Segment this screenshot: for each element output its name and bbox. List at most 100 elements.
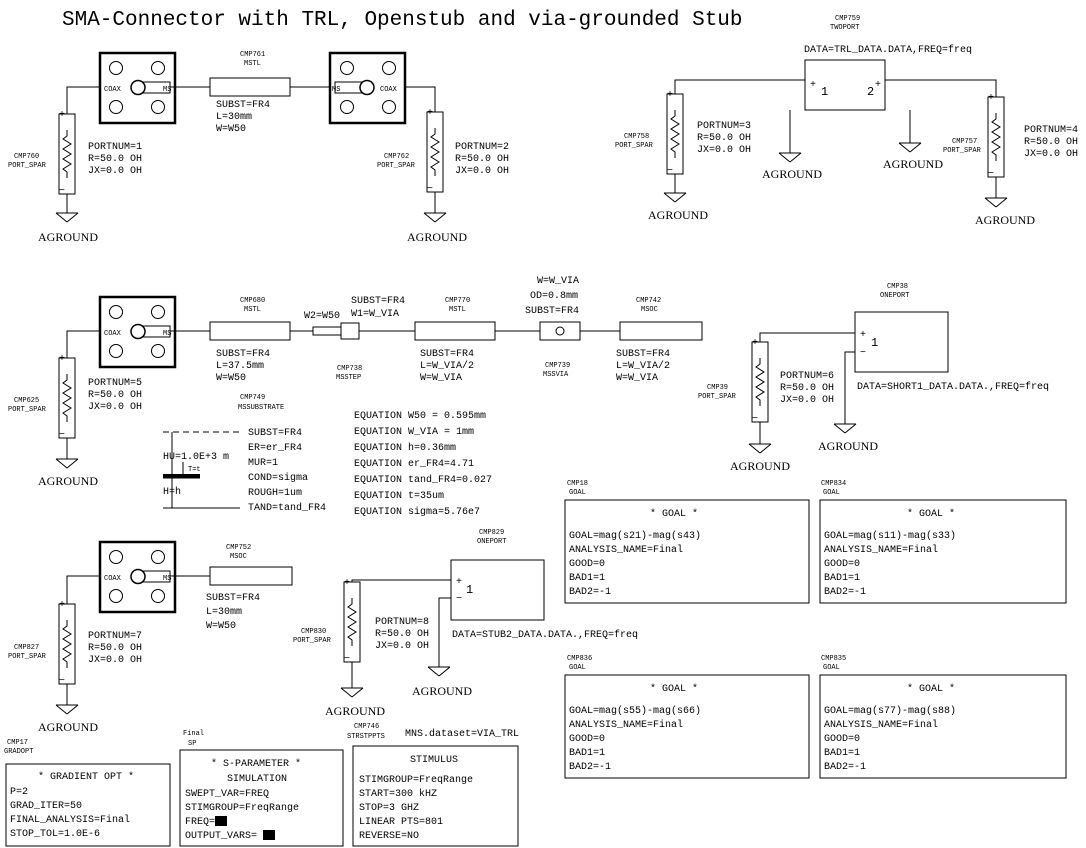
svg-text:−: −: [427, 184, 433, 195]
s-parameter-simulation[interactable]: Final SP * S-PARAMETER * SIMULATION SWEP…: [179, 730, 344, 847]
ground-label: AGROUND: [883, 157, 943, 171]
port-4[interactable]: + − CMP757 PORT_SPAR PORTNUM=4 R=50.0 OH…: [943, 93, 1078, 180]
svg-text:* GOAL *: * GOAL *: [907, 683, 955, 695]
sma-connector-2[interactable]: COAX MS: [328, 51, 407, 125]
mssvia-cmp739[interactable]: W=W_VIA OD=0.8mm SUBST=FR4 CMP739 MSSVIA: [525, 276, 581, 379]
svg-text:MSTL: MSTL: [449, 306, 466, 314]
msoc-cmp752[interactable]: CMP752 MSOC SUBST=FR4 L=30mm W=W50: [206, 544, 293, 632]
ground-label: AGROUND: [38, 720, 98, 734]
svg-text:PORT_SPAR: PORT_SPAR: [8, 406, 47, 414]
ground-label: AGROUND: [407, 230, 467, 244]
svg-text:PORT_SPAR: PORT_SPAR: [615, 142, 654, 150]
svg-text:CMP761: CMP761: [240, 51, 265, 59]
svg-text:* GOAL *: * GOAL *: [907, 508, 955, 520]
svg-text:BAD2=-1: BAD2=-1: [824, 587, 866, 598]
goal-cmp834[interactable]: CMP834 GOAL * GOAL * GOAL=mag(s11)-mag(s…: [819, 480, 1067, 604]
svg-text:COAX: COAX: [104, 330, 122, 338]
svg-text:STOP_TOL=1.0E-6: STOP_TOL=1.0E-6: [10, 829, 100, 840]
svg-text:JX=0.0 OH: JX=0.0 OH: [697, 145, 751, 156]
svg-text:R=50.0 OH: R=50.0 OH: [780, 383, 834, 394]
equation: EQUATION er_FR4=4.71: [354, 459, 474, 470]
svg-text:L=W_VIA/2: L=W_VIA/2: [420, 360, 474, 372]
svg-text:+: +: [59, 110, 65, 121]
svg-text:MSTL: MSTL: [244, 306, 261, 314]
port-1[interactable]: + − CMP760 PORT_SPAR PORTNUM=1 R=50.0 OH…: [8, 110, 142, 197]
svg-text:+: +: [860, 330, 866, 341]
msoc-cmp742[interactable]: CMP742 MSOC SUBST=FR4 L=W_VIA/2 W=W_VIA: [616, 297, 703, 384]
port-8[interactable]: + − CMP830 PORT_SPAR PORTNUM=8 R=50.0 OH…: [293, 578, 429, 665]
svg-text:DATA=TRL_DATA.DATA,FREQ=freq: DATA=TRL_DATA.DATA,FREQ=freq: [804, 44, 972, 56]
svg-text:ANALYSIS_NAME=Final: ANALYSIS_NAME=Final: [824, 544, 938, 556]
svg-text:MUR=1: MUR=1: [248, 458, 278, 469]
port-7[interactable]: + − CMP827 PORT_SPAR PORTNUM=7 R=50.0 OH…: [8, 600, 142, 687]
output-vars-block: [263, 830, 275, 840]
diagram-title: SMA-Connector with TRL, Openstub and via…: [62, 9, 743, 32]
svg-text:R=50.0 OH: R=50.0 OH: [455, 154, 509, 165]
goal-cmp835[interactable]: CMP835 GOAL * GOAL * GOAL=mag(s77)-mag(s…: [819, 655, 1067, 779]
goal-cmp836[interactable]: CMP836 GOAL * GOAL * GOAL=mag(s55)-mag(s…: [564, 655, 810, 779]
svg-text:ANALYSIS_NAME=Final: ANALYSIS_NAME=Final: [569, 544, 683, 556]
svg-text:COND=sigma: COND=sigma: [248, 472, 308, 484]
msstep-cmp738[interactable]: W2=W50 SUBST=FR4 W1=W_VIA CMP738 MSSTEP: [304, 296, 405, 382]
svg-text:CMP762: CMP762: [384, 153, 409, 161]
svg-text:GOOD=0: GOOD=0: [824, 734, 860, 745]
svg-text:PORT_SPAR: PORT_SPAR: [293, 637, 332, 645]
svg-text:+: +: [59, 354, 65, 365]
svg-text:−: −: [344, 654, 350, 665]
svg-text:PORTNUM=3: PORTNUM=3: [697, 121, 751, 132]
svg-text:−: −: [59, 676, 65, 687]
equation: EQUATION tand_FR4=0.027: [354, 474, 492, 486]
port-6[interactable]: + − CMP39 PORT_SPAR PORTNUM=6 R=50.0 OH …: [698, 338, 834, 425]
mstl-cmp761[interactable]: CMP761 MSTL SUBST=FR4 L=30mm W=W50: [209, 51, 291, 135]
svg-text:TAND=tand_FR4: TAND=tand_FR4: [248, 502, 326, 514]
svg-text:CMP18: CMP18: [567, 480, 588, 488]
gradient-opt-cmp17[interactable]: CMP17 GRADOPT * GRADIENT OPT * P=2 GRAD_…: [4, 739, 171, 847]
svg-text:W=W50: W=W50: [206, 621, 236, 632]
mssubstrate-cmp749[interactable]: CMP749 MSSUBSTRATE HU=1.0E+3 m T=t H=h S…: [163, 394, 326, 514]
svg-text:SIMULATION: SIMULATION: [227, 774, 287, 785]
svg-text:GOAL: GOAL: [823, 664, 840, 672]
svg-text:PORT_SPAR: PORT_SPAR: [377, 162, 416, 170]
svg-text:MSSTEP: MSSTEP: [336, 374, 361, 382]
svg-text:JX=0.0 OH: JX=0.0 OH: [455, 166, 509, 177]
svg-text:FINAL_ANALYSIS=Final: FINAL_ANALYSIS=Final: [10, 814, 130, 826]
twoport-cmp759[interactable]: CMP759 TWOPORT DATA=TRL_DATA.DATA,FREQ=f…: [804, 15, 972, 111]
svg-text:OUTPUT_VARS=: OUTPUT_VARS=: [185, 831, 257, 842]
svg-text:BAD1=1: BAD1=1: [569, 573, 605, 584]
svg-text:R=50.0 OH: R=50.0 OH: [375, 629, 429, 640]
goal-cmp18[interactable]: CMP18 GOAL * GOAL * GOAL=mag(s21)-mag(s4…: [564, 480, 810, 604]
svg-text:CMP757: CMP757: [952, 138, 977, 146]
svg-text:DATA=STUB2_DATA.DATA.,FREQ=fre: DATA=STUB2_DATA.DATA.,FREQ=freq: [452, 629, 638, 641]
svg-text:+: +: [752, 338, 758, 349]
svg-text:SP: SP: [188, 740, 196, 748]
mstl-cmp680[interactable]: CMP680 MSTL SUBST=FR4 L=37.5mm W=W50: [209, 297, 291, 384]
svg-text:W=W_VIA: W=W_VIA: [420, 373, 462, 384]
port-3[interactable]: + − CMP758 PORT_SPAR PORTNUM=3 R=50.0 OH…: [615, 90, 751, 177]
oneport-cmp829[interactable]: CMP829 ONEPORT + − 1 DATA=STUB2_DATA.DAT…: [450, 529, 638, 641]
svg-text:W2=W50: W2=W50: [304, 311, 340, 322]
port-2[interactable]: + − CMP762 PORT_SPAR PORTNUM=2 R=50.0 OH…: [377, 108, 509, 195]
svg-text:PORTNUM=1: PORTNUM=1: [88, 142, 142, 153]
svg-text:W=W_VIA: W=W_VIA: [537, 276, 579, 287]
sma-connector-1[interactable]: COAX MS: [98, 51, 177, 125]
svg-text:PORTNUM=6: PORTNUM=6: [780, 371, 834, 382]
svg-text:CMP827: CMP827: [14, 644, 39, 652]
svg-text:CMP39: CMP39: [707, 384, 728, 392]
stimulus-cmp746[interactable]: CMP746 STRSTPPTS MNS.dataset=VIA_TRL STI…: [347, 723, 519, 847]
svg-text:SUBST=FR4: SUBST=FR4: [420, 349, 474, 360]
svg-text:BAD1=1: BAD1=1: [569, 748, 605, 759]
sma-connector-3[interactable]: COAX MS: [98, 295, 177, 369]
svg-text:ANALYSIS_NAME=Final: ANALYSIS_NAME=Final: [569, 719, 683, 731]
mstl-cmp770[interactable]: CMP770 MSTL SUBST=FR4 L=W_VIA/2 W=W_VIA: [414, 297, 496, 384]
svg-text:−: −: [752, 414, 758, 425]
svg-text:* GRADIENT OPT *: * GRADIENT OPT *: [38, 771, 134, 783]
port-5[interactable]: + − CMP625 PORT_SPAR PORTNUM=5 R=50.0 OH…: [8, 354, 142, 441]
svg-text:CMP17: CMP17: [7, 739, 28, 747]
oneport-cmp38[interactable]: CMP38 ONEPORT + − 1 DATA=SHORT1_DATA.DAT…: [854, 283, 1049, 393]
svg-text:ONEPORT: ONEPORT: [880, 292, 909, 300]
svg-text:R=50.0 OH: R=50.0 OH: [88, 643, 142, 654]
svg-text:GOAL: GOAL: [569, 489, 586, 497]
sma-connector-4[interactable]: COAX MS: [98, 540, 177, 614]
svg-text:GOAL=mag(s21)-mag(s43): GOAL=mag(s21)-mag(s43): [569, 530, 701, 542]
svg-text:COAX: COAX: [380, 86, 398, 94]
